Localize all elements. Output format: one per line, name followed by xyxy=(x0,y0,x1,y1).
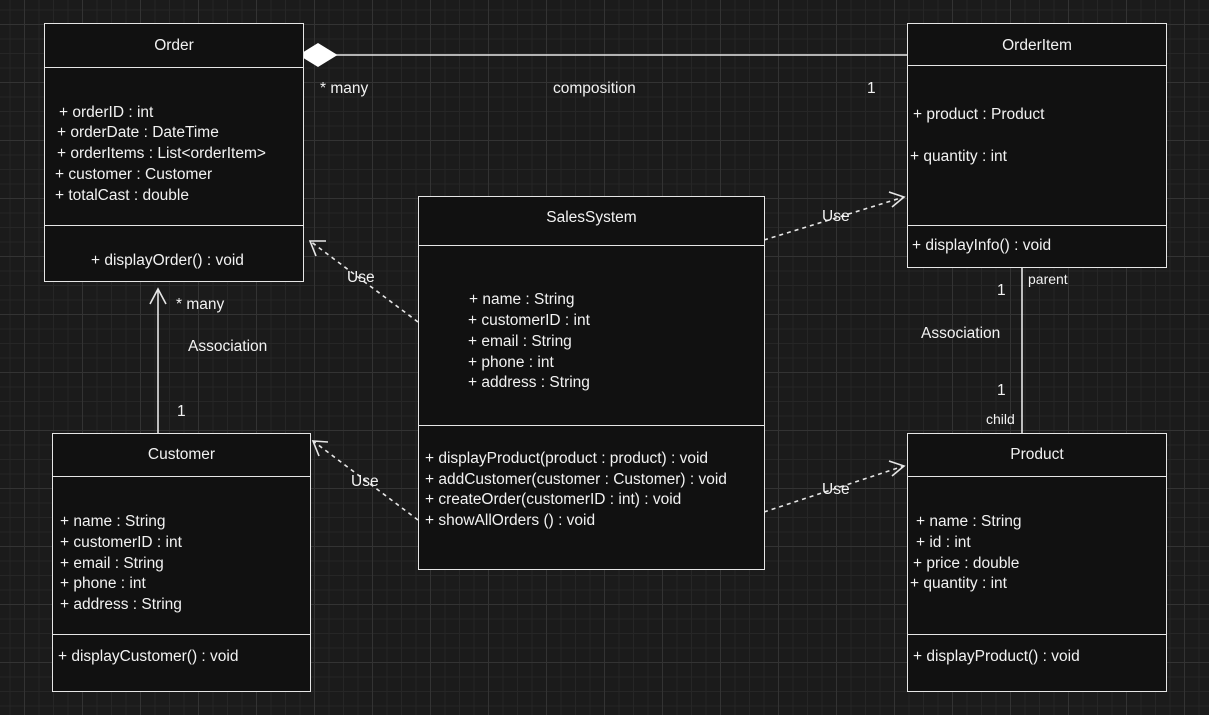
class-title: Product xyxy=(1010,446,1064,463)
attribute: + id : int xyxy=(916,534,971,551)
composition-target-multiplicity: 1 xyxy=(867,80,876,97)
attribute: + orderID : int xyxy=(59,104,154,121)
class-salessystem[interactable]: SalesSystem + name : String + customerID… xyxy=(418,196,765,570)
parent-role: parent xyxy=(1028,271,1068,287)
attribute: + name : String xyxy=(916,513,1022,530)
attribute: + price : double xyxy=(913,555,1020,572)
divider xyxy=(53,634,310,635)
use-product-label: Use xyxy=(822,481,850,498)
attribute: + customerID : int xyxy=(468,312,590,329)
parent-multiplicity: 1 xyxy=(997,282,1006,299)
attribute: + email : String xyxy=(468,333,572,350)
method: + displayProduct() : void xyxy=(913,648,1080,665)
attribute: + email : String xyxy=(60,555,164,572)
divider xyxy=(908,476,1166,477)
attribute: + orderItems : List<orderItem> xyxy=(57,145,266,162)
attribute: + quantity : int xyxy=(910,148,1007,165)
use-orderitem-label: Use xyxy=(822,208,850,225)
class-title: Order xyxy=(154,37,194,54)
composition-source-multiplicity: * many xyxy=(320,80,369,97)
class-title: Customer xyxy=(147,446,216,463)
attribute: + totalCast : double xyxy=(55,187,189,204)
use-orderitem-arrowhead xyxy=(888,191,906,208)
child-multiplicity: 1 xyxy=(997,382,1006,399)
use-order-line xyxy=(309,240,419,323)
attribute: + phone : int xyxy=(468,354,554,371)
class-title: OrderItem xyxy=(1002,37,1072,54)
use-order-label: Use xyxy=(347,269,375,286)
class-title: SalesSystem xyxy=(546,209,637,226)
divider xyxy=(419,245,764,246)
attribute: + quantity : int xyxy=(910,575,1007,592)
method: + displayProduct(product : product) : vo… xyxy=(425,450,709,467)
use-customer-line xyxy=(312,440,419,521)
divider xyxy=(419,425,764,426)
divider xyxy=(45,67,303,68)
use-customer-arrowhead xyxy=(311,440,329,457)
composition-diamond xyxy=(298,43,338,67)
attribute: + address : String xyxy=(468,374,590,391)
method: + addCustomer(customer : Customer) : voi… xyxy=(425,471,727,488)
use-customer-label: Use xyxy=(351,473,379,490)
attribute: + name : String xyxy=(469,291,575,308)
attribute: + phone : int xyxy=(60,575,146,592)
orderitem-product-association-label: Association xyxy=(921,325,1001,342)
composition-label: composition xyxy=(553,80,636,97)
method: + showAllOrders () : void xyxy=(425,512,596,529)
method: + createOrder(customerID : int) : void xyxy=(425,491,682,508)
class-orderitem[interactable]: OrderItem + product : Product + quantity… xyxy=(907,23,1167,268)
method: + displayCustomer() : void xyxy=(58,648,239,665)
method: + displayInfo() : void xyxy=(912,237,1052,254)
customer-order-association-label: Association xyxy=(188,338,268,355)
attribute: + customerID : int xyxy=(60,534,182,551)
use-orderitem-line xyxy=(763,196,905,241)
attribute: + address : String xyxy=(60,596,182,613)
attribute: + orderDate : DateTime xyxy=(57,124,219,141)
class-order[interactable]: Order + orderID : int + orderDate : Date… xyxy=(44,23,304,282)
method: + displayOrder() : void xyxy=(91,252,244,269)
class-product[interactable]: Product + name : String + id : int + pri… xyxy=(907,433,1167,692)
use-order-arrowhead xyxy=(308,240,326,257)
association-arrowhead xyxy=(149,287,167,305)
divider xyxy=(908,634,1166,635)
attribute: + customer : Customer xyxy=(55,166,213,183)
order-multiplicity: * many xyxy=(176,296,225,313)
divider xyxy=(53,476,310,477)
use-product-arrowhead xyxy=(888,460,906,477)
attribute: + product : Product xyxy=(913,106,1045,123)
attribute: + name : String xyxy=(60,513,166,530)
customer-multiplicity: 1 xyxy=(177,403,186,420)
child-role: child xyxy=(986,411,1015,427)
divider xyxy=(908,65,1166,66)
class-customer[interactable]: Customer + name : String + customerID : … xyxy=(52,433,311,692)
use-product-line xyxy=(763,465,905,513)
divider xyxy=(45,225,303,226)
divider xyxy=(908,225,1166,226)
